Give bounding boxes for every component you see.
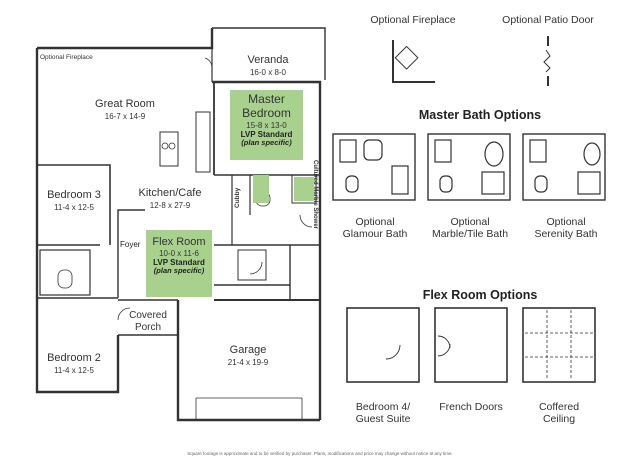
veranda-dims: 16-0 x 8-0 <box>249 68 287 78</box>
exterior-wall-top <box>37 28 214 50</box>
great-room-dims: 16-7 x 14-9 <box>104 112 146 122</box>
garage-dims: 21-4 x 19-9 <box>227 358 269 368</box>
bedroom-4-guest-suite-drawing <box>346 307 420 383</box>
french-doors-caption: French Doors <box>428 401 514 413</box>
coffered-ceiling-line-2: Ceiling <box>542 413 576 426</box>
master-bedroom-note: (plan specific) <box>241 137 292 147</box>
optional-fireplace-note: Optional Fireplace <box>40 54 93 61</box>
glamour-bath-drawing <box>332 133 416 201</box>
marble-tile-bath-line-1: Optional <box>450 216 490 228</box>
master-bedroom-label: Master Bedroom 15-8 x 13-0 LVP Standard … <box>230 92 303 148</box>
marble-tile-bath-line-2: Marble/Tile Bath <box>431 228 509 241</box>
flex-room-floor: LVP Standard <box>153 257 205 267</box>
exterior-wall-right <box>212 80 322 420</box>
bedroom-3-name: Bedroom 3 <box>47 189 101 201</box>
serenity-bath-caption: Optional Serenity Bath <box>520 216 612 240</box>
flex-room-label: Flex Room 10-0 x 11-6 LVP Standard (plan… <box>146 236 212 276</box>
bedroom-2-label: Bedroom 2 11-4 x 12-5 <box>42 348 106 376</box>
master-bedroom-dims: 15-8 x 13-0 <box>246 120 287 130</box>
serenity-bath-line-2: Serenity Bath <box>534 228 598 241</box>
serenity-bath-line-1: Optional <box>546 216 586 228</box>
flex-room-options-title: Flex Room Options <box>422 288 538 302</box>
garage-name: Garage <box>229 344 267 356</box>
footer-disclaimer: Square footage is approximate and to be … <box>187 451 453 456</box>
bedroom-3-label: Bedroom 3 11-4 x 12-5 <box>42 185 106 213</box>
french-doors-line-1: French Doors <box>439 401 503 413</box>
glamour-bath-caption: Optional Glamour Bath <box>330 216 420 240</box>
marble-tile-bath-caption: Optional Marble/Tile Bath <box>422 216 518 240</box>
great-room-name: Great Room <box>95 98 155 110</box>
flex-room-highlight <box>146 230 212 297</box>
coffered-ceiling-caption: Coffered Ceiling <box>516 401 602 425</box>
great-room-label: Great Room 16-7 x 14-9 <box>85 94 165 122</box>
cubby-label: Cubby <box>234 187 241 208</box>
kitchen-cafe-name: Kitchen/Cafe <box>138 187 202 199</box>
master-bath-options-title: Master Bath Options <box>418 108 542 122</box>
bedroom-4-guest-suite-caption: Bedroom 4/ Guest Suite <box>340 401 426 425</box>
flex-room-name: Flex Room <box>152 236 206 248</box>
kitchen-cafe-label: Kitchen/Cafe 12-8 x 27-9 <box>132 183 208 211</box>
covered-porch-label: Covered Porch <box>120 310 176 333</box>
veranda-name: Veranda <box>247 54 289 66</box>
shower-highlight <box>294 177 314 201</box>
optional-fireplace-title: Optional Fireplace <box>370 14 456 26</box>
glamour-bath-line-2: Glamour Bath <box>342 228 408 241</box>
bedroom-2-name: Bedroom 2 <box>47 352 101 364</box>
bedroom-2-dims: 11-4 x 12-5 <box>54 366 94 376</box>
master-bedroom-name-1: Master <box>248 92 285 106</box>
veranda-label: Veranda 16-0 x 8-0 <box>226 50 310 78</box>
marble-tile-bath-drawing <box>427 133 511 201</box>
coffered-ceiling-drawing <box>522 307 596 383</box>
covered-porch-name-2: Porch <box>134 321 162 333</box>
optional-fireplace-drawing <box>392 40 435 83</box>
bedroom-4-line-1: Bedroom 4/ <box>355 401 411 413</box>
flex-room-dims: 10-0 x 11-6 <box>159 248 199 258</box>
french-doors-drawing <box>434 307 508 383</box>
veranda-outline <box>212 27 326 80</box>
kitchen-cafe-dims: 12-8 x 27-9 <box>149 201 191 211</box>
serenity-bath-drawing <box>522 133 606 201</box>
bedroom-4-line-2: Guest Suite <box>355 413 411 426</box>
master-bedroom-floor: LVP Standard <box>240 129 293 139</box>
cultured-marble-shower-label: Cultured Marble Shower <box>312 160 318 230</box>
master-bedroom-name-2: Bedroom <box>242 105 291 120</box>
flex-room-note: (plan specific) <box>153 266 205 276</box>
foyer-label: Foyer <box>120 240 141 249</box>
exterior-wall-left <box>35 48 120 394</box>
garage-wall <box>176 300 320 422</box>
optional-patio-door-title: Optional Patio Door <box>502 14 594 26</box>
garage-label: Garage 21-4 x 19-9 <box>205 340 291 368</box>
bedroom-3-dims: 11-4 x 12-5 <box>54 203 94 213</box>
master-bedroom-highlight <box>230 90 303 160</box>
closet-highlight <box>253 175 269 203</box>
glamour-bath-line-1: Optional <box>355 216 395 228</box>
covered-porch-name-1: Covered <box>129 310 167 321</box>
coffered-ceiling-line-1: Coffered <box>538 401 580 413</box>
